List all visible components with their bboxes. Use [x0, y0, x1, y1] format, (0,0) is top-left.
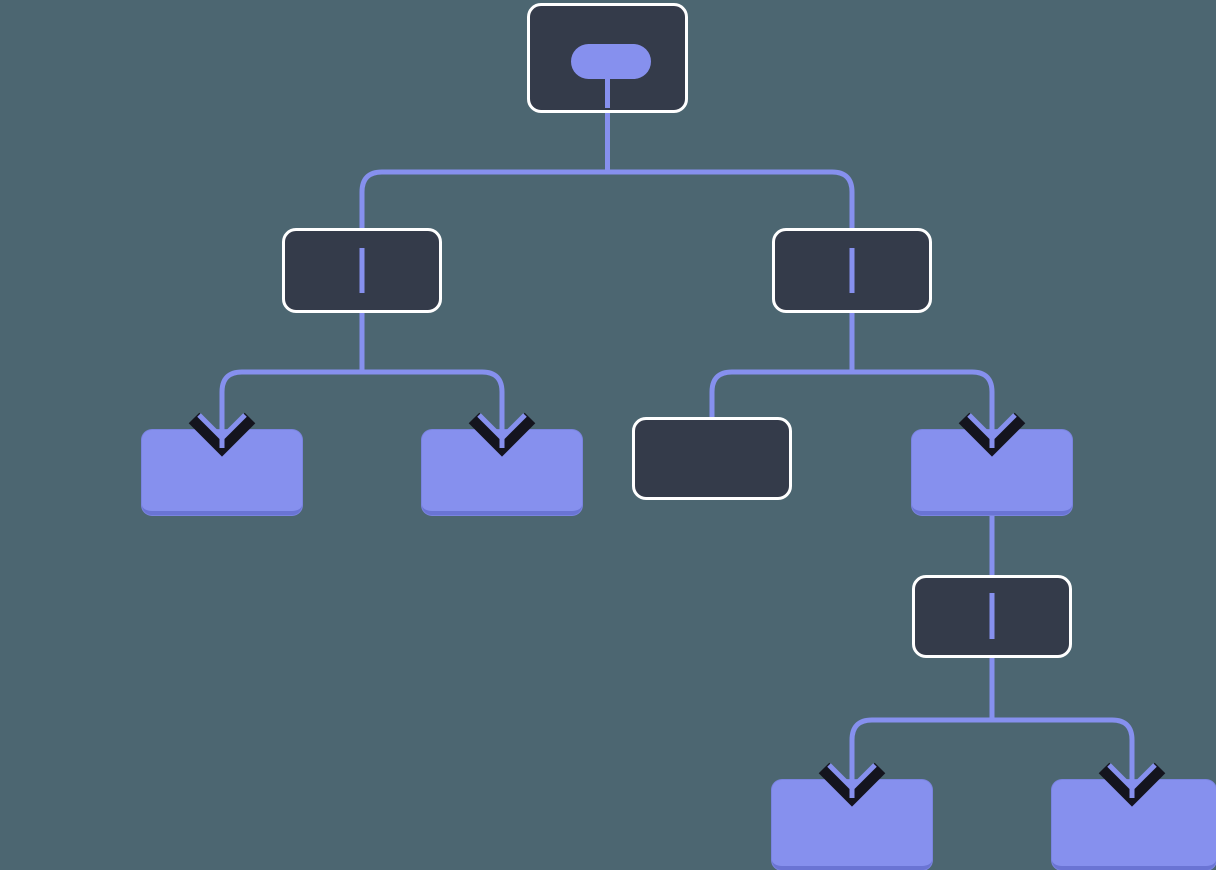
- node-l4a[interactable]: [772, 780, 932, 870]
- node-l2b[interactable]: [422, 430, 582, 515]
- node-l1b[interactable]: [772, 228, 932, 313]
- node-l2d[interactable]: [912, 430, 1072, 515]
- node-l4b[interactable]: [1052, 780, 1216, 870]
- node-root-pill: [571, 44, 651, 79]
- node-l2a[interactable]: [142, 430, 302, 515]
- node-l2c[interactable]: [632, 417, 792, 500]
- node-l3[interactable]: [912, 575, 1072, 658]
- node-root[interactable]: [527, 3, 688, 113]
- node-l1a[interactable]: [282, 228, 442, 313]
